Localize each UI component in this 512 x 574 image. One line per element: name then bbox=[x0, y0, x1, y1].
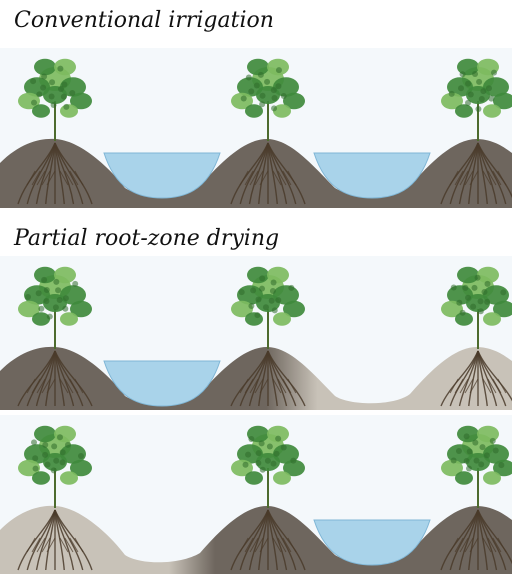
conventional-irrigation-heading: Conventional irrigation bbox=[14, 8, 274, 33]
prd-phase-2-panel bbox=[0, 415, 512, 574]
conventional-irrigation-panel bbox=[0, 48, 512, 208]
irrigation-diagram bbox=[0, 415, 512, 574]
prd-phase-1-panel bbox=[0, 256, 512, 410]
irrigation-diagram bbox=[0, 256, 512, 410]
irrigation-diagram bbox=[0, 48, 512, 208]
partial-root-zone-drying-heading: Partial root-zone drying bbox=[14, 226, 279, 251]
